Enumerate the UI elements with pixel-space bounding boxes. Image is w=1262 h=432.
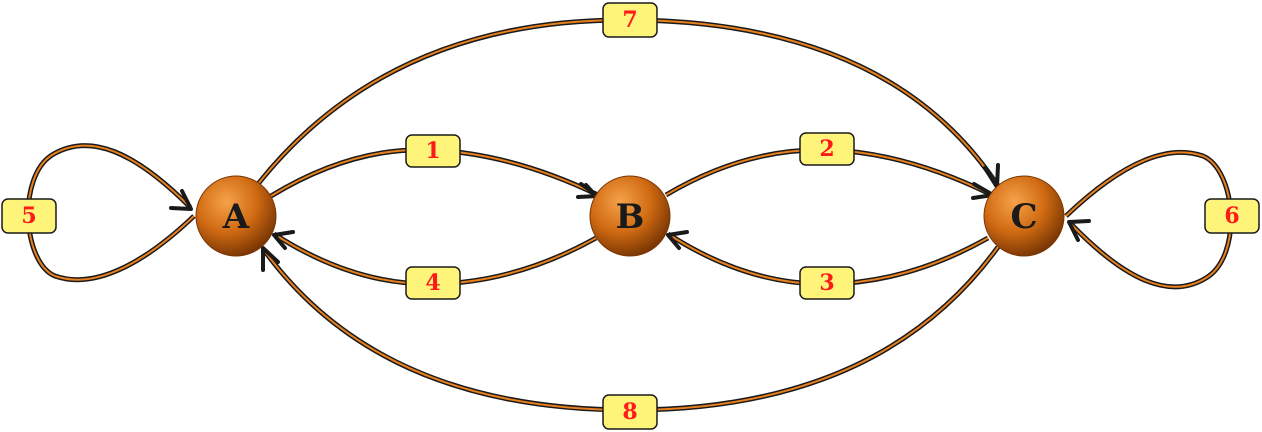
edge-label-6: 6 [1204, 198, 1260, 234]
node-a[interactable]: A [195, 175, 277, 257]
edge-label-2: 2 [799, 132, 855, 166]
node-label-c: C [1010, 197, 1037, 237]
node-c[interactable]: C [983, 175, 1065, 257]
edge-label-3: 3 [799, 266, 855, 300]
arrowhead-5 [169, 189, 193, 211]
arrowhead-8 [261, 246, 280, 272]
edge-label-4: 4 [405, 266, 461, 300]
node-b[interactable]: B [589, 175, 671, 257]
edge-label-4-text: 4 [425, 270, 440, 296]
arrowhead-6 [1067, 219, 1091, 242]
edge-label-3-text: 3 [819, 270, 834, 296]
edge-label-1: 1 [405, 134, 461, 168]
arrowhead-7 [983, 163, 1000, 189]
edge-label-5-text: 5 [21, 203, 36, 229]
edge-label-8: 8 [602, 394, 658, 430]
edge-label-5: 5 [1, 198, 57, 234]
edge-label-2-text: 2 [819, 136, 834, 162]
edge-label-1-text: 1 [425, 138, 440, 164]
edge-label-8-text: 8 [622, 399, 637, 425]
arrowhead-1 [576, 182, 600, 199]
edge-label-6-text: 6 [1224, 203, 1239, 229]
nodes: A B C [195, 175, 1065, 257]
edge-8-path [263, 246, 999, 412]
arrowhead-4 [272, 230, 295, 250]
edge-label-7-text: 7 [622, 7, 637, 33]
arrowhead-3 [666, 230, 689, 250]
edge-7-path [257, 18, 999, 187]
node-label-b: B [616, 197, 645, 237]
node-label-a: A [222, 197, 250, 237]
edge-label-7: 7 [602, 2, 658, 38]
